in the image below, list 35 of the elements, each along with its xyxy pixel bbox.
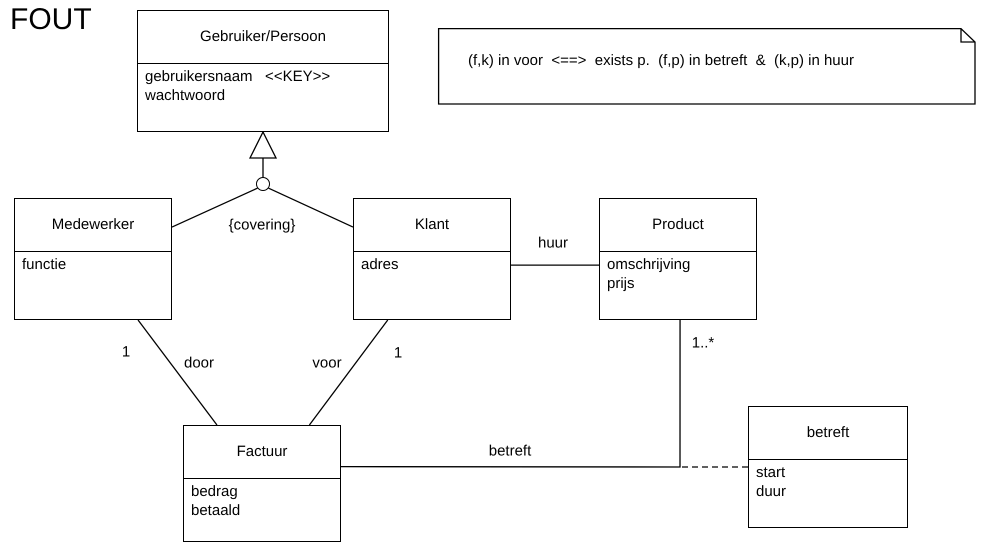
class-name: Gebruiker/Persoon bbox=[200, 28, 326, 45]
attribute: betaald bbox=[191, 501, 242, 520]
attribute: prijs bbox=[607, 274, 636, 293]
circle-node bbox=[256, 177, 270, 191]
association-line bbox=[172, 188, 258, 228]
attribute: start bbox=[756, 463, 786, 482]
association-line bbox=[138, 320, 218, 426]
class-name: Klant bbox=[414, 216, 450, 233]
attribute: bedrag bbox=[191, 482, 239, 501]
association-line bbox=[308, 320, 388, 426]
association-line bbox=[341, 320, 681, 468]
class-box bbox=[353, 198, 511, 320]
attribute: omschrijving bbox=[607, 255, 692, 274]
constraint-label: {covering} bbox=[226, 216, 298, 234]
class-box bbox=[137, 10, 389, 132]
class-box bbox=[14, 198, 172, 320]
association-line bbox=[511, 264, 599, 266]
dashed-line bbox=[680, 466, 748, 468]
note bbox=[438, 28, 978, 105]
diagram-title: FOUT bbox=[10, 2, 92, 38]
constraint-text: (f,k) in voor <==> exists p. (f,p) in betreft & (k,p) in huur bbox=[468, 52, 854, 69]
attribute: gebruikersnaam <<KEY>> bbox=[145, 67, 332, 86]
class-box bbox=[183, 425, 341, 542]
generalization-arrow bbox=[249, 131, 277, 177]
class-name: Factuur bbox=[236, 443, 288, 460]
class-name: Medewerker bbox=[52, 216, 134, 233]
attribute: adres bbox=[361, 255, 400, 274]
class-box bbox=[599, 198, 757, 320]
attribute: wachtwoord bbox=[145, 86, 226, 105]
attribute: duur bbox=[756, 482, 788, 501]
class-box bbox=[748, 406, 908, 528]
attribute: functie bbox=[22, 255, 68, 274]
class-name: Product bbox=[652, 216, 704, 233]
association-line bbox=[268, 188, 354, 228]
class-name: betreft bbox=[806, 424, 850, 441]
